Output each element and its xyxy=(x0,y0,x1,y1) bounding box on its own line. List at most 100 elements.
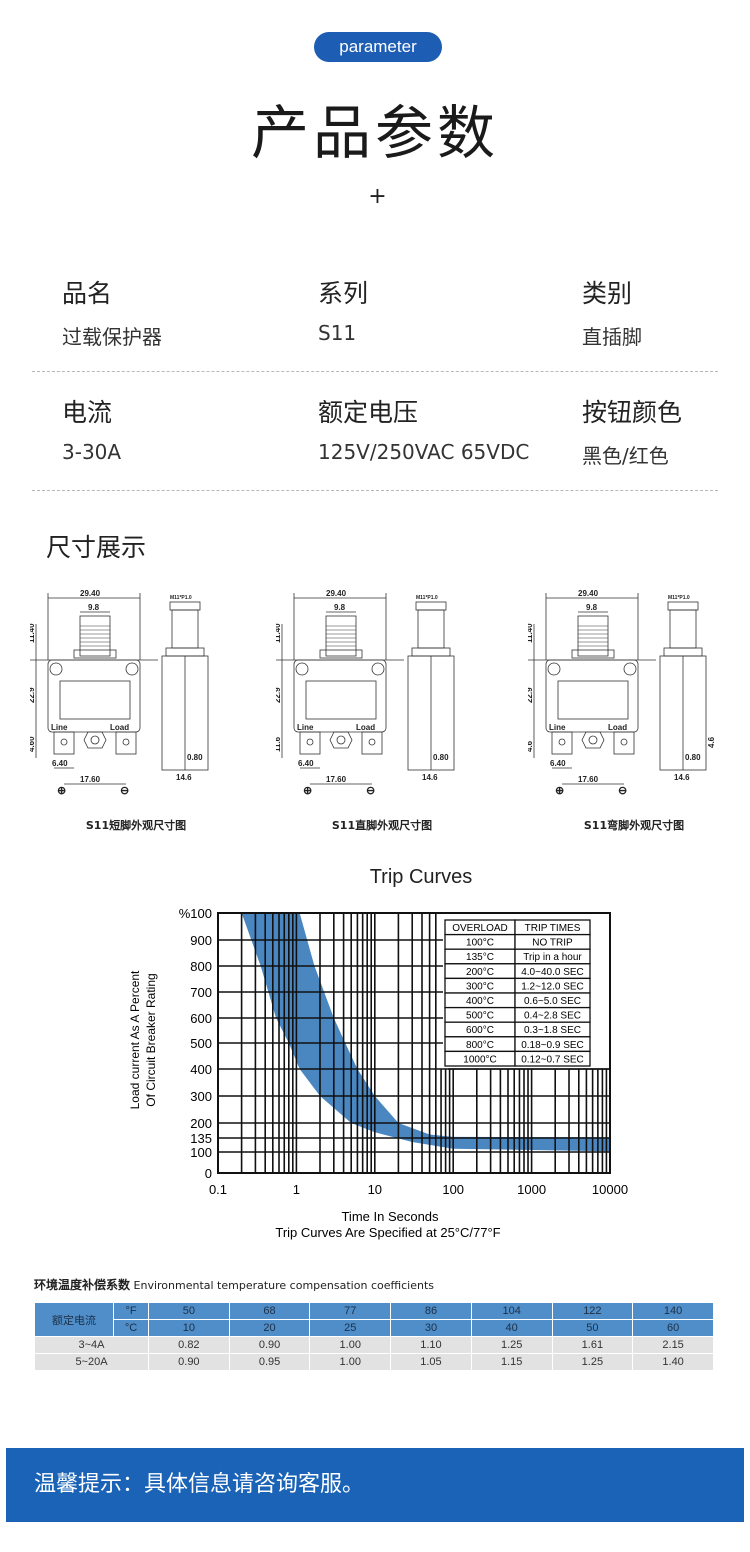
unit-c: °C xyxy=(113,1319,149,1337)
plot-frame xyxy=(217,912,611,1174)
dim-button: 9.8 xyxy=(88,603,100,612)
overload-value: 1000°C xyxy=(463,1054,496,1065)
dim-pin-thickness: 0.80 xyxy=(187,753,203,762)
plus-terminal-icon: ⊕ xyxy=(57,785,66,797)
param-value: 3-30A xyxy=(62,440,122,464)
temp-table-title: 环境温度补偿系数 Environmental temperature compe… xyxy=(34,1276,434,1293)
trip-time-value: Trip in a hour xyxy=(523,952,582,963)
overload-value: 500°C xyxy=(466,1011,494,1022)
dim-side-height: 4.6 xyxy=(707,736,716,748)
f-value: 122 xyxy=(551,1302,634,1320)
y-tick-label: 135 xyxy=(190,1131,212,1146)
param-label: 额定电压 xyxy=(318,398,419,427)
param-value: 黑色/红色 xyxy=(582,444,669,468)
y-axis-title: Of Circuit Breaker Rating xyxy=(144,973,158,1106)
chart-title: Trip Curves xyxy=(369,866,473,888)
dim-h1: 11.40 xyxy=(30,623,36,643)
temp-title-cn: 环境温度补偿系数 xyxy=(34,1278,131,1292)
c-value: 25 xyxy=(309,1319,392,1337)
dim-thread: M11*P1.0 xyxy=(170,595,192,601)
row-label: 额定电流 xyxy=(34,1302,114,1337)
chart-subtitle: Trip Curves Are Specified at 25°C/77°F xyxy=(275,1225,500,1240)
param-value: 过载保护器 xyxy=(62,325,162,349)
x-tick-label: 100 xyxy=(442,1182,464,1197)
y-tick-label: 500 xyxy=(190,1036,212,1051)
y-tick-label: 400 xyxy=(190,1062,212,1077)
overload-value: 100°C xyxy=(466,938,494,949)
f-value: 86 xyxy=(390,1302,472,1320)
line-label: Line xyxy=(297,723,314,732)
parameter-badge: parameter xyxy=(314,32,442,62)
line-label: Line xyxy=(51,723,68,732)
x-tick-label: 1 xyxy=(293,1182,300,1197)
dim-h2: 22.9 xyxy=(528,687,534,703)
current-range: 3~4A xyxy=(34,1336,149,1354)
dim-width: 29.40 xyxy=(578,589,599,598)
coef: 1.40 xyxy=(632,1353,714,1371)
dim-h3: 4.6 xyxy=(528,740,534,752)
coef: 0.90 xyxy=(148,1353,230,1371)
diagram-caption: S11弯脚外观尺寸图 xyxy=(583,819,685,832)
coef: 2.15 xyxy=(632,1336,714,1354)
coef: 1.15 xyxy=(470,1353,553,1371)
divider xyxy=(32,371,718,372)
dim-pitch: 17.60 xyxy=(326,775,347,784)
dim-width: 29.40 xyxy=(80,589,101,598)
load-label: Load xyxy=(356,723,375,732)
c-value: 20 xyxy=(228,1319,311,1337)
dim-h3: 4.60 xyxy=(30,736,36,752)
dim-h1: 11.40 xyxy=(528,623,534,643)
dim-h1: 11.40 xyxy=(276,623,282,643)
dim-depth: 14.6 xyxy=(422,773,438,782)
plus-icon: + xyxy=(368,184,387,209)
dim-depth: 14.6 xyxy=(176,773,192,782)
x-axis-title: Time In Seconds xyxy=(341,1209,439,1224)
minus-terminal-icon: ⊖ xyxy=(120,785,129,797)
plus-terminal-icon: ⊕ xyxy=(555,785,564,797)
y-tick-label: 100 xyxy=(190,1145,212,1160)
dimension-diagram: 29.40 9.8 11.40 22.9 4.60 Line Load 6.40… xyxy=(30,589,209,797)
overload-value: 300°C xyxy=(466,981,494,992)
overload-value: 800°C xyxy=(466,1040,494,1051)
current-range: 5~20A xyxy=(34,1353,149,1371)
trip-time-value: 0.6~5.0 SEC xyxy=(524,996,581,1007)
x-tick-label: 1000 xyxy=(517,1182,546,1197)
legend-cell xyxy=(514,1050,591,1067)
trip-time-value: 0.4~2.8 SEC xyxy=(524,1011,581,1022)
section-title: 尺寸展示 xyxy=(46,533,147,562)
plus-terminal-icon: ⊕ xyxy=(303,785,312,797)
dim-pitch: 17.60 xyxy=(578,775,599,784)
y-axis-title: Load current As A Percent xyxy=(128,970,142,1109)
overload-value: 400°C xyxy=(466,996,494,1007)
param-label: 系列 xyxy=(318,279,369,308)
f-value: 50 xyxy=(148,1302,230,1320)
param-label: 品名 xyxy=(62,279,113,308)
dim-depth: 14.6 xyxy=(674,773,690,782)
diagram-caption: S11短脚外观尺寸图 xyxy=(85,819,187,832)
coef: 0.90 xyxy=(228,1336,311,1354)
y-tick-label: %100 xyxy=(179,906,212,921)
dim-h3: 11.6 xyxy=(276,736,282,752)
coef: 0.82 xyxy=(148,1336,230,1354)
trip-time-value: 4.0~40.0 SEC xyxy=(521,967,584,978)
y-tick-label: 700 xyxy=(190,985,212,1000)
overload-value: 600°C xyxy=(466,1025,494,1036)
param-value: 125V/250VAC 65VDC xyxy=(318,440,530,464)
dim-pin-thickness: 0.80 xyxy=(433,753,449,762)
coef: 1.10 xyxy=(390,1336,472,1354)
f-value: 104 xyxy=(470,1302,553,1320)
trip-time-value: 0.18~0.9 SEC xyxy=(521,1040,584,1051)
overload-value: 200°C xyxy=(466,967,494,978)
trip-time-value: 1.2~12.0 SEC xyxy=(521,981,584,992)
x-tick-label: 10000 xyxy=(592,1182,628,1197)
coef: 0.95 xyxy=(228,1353,311,1371)
diagram-caption: S11直脚外观尺寸图 xyxy=(331,819,433,832)
param-value: 直插脚 xyxy=(582,325,642,349)
trip-time-value: 0.3~1.8 SEC xyxy=(524,1025,581,1036)
dim-h2: 22.9 xyxy=(276,687,282,703)
temp-title-en: Environmental temperature compensation c… xyxy=(133,1279,435,1292)
y-tick-label: 200 xyxy=(190,1116,212,1131)
dimension-diagram: 29.40 9.8 11.40 22.9 11.6 Line Load 6.40… xyxy=(276,589,455,797)
